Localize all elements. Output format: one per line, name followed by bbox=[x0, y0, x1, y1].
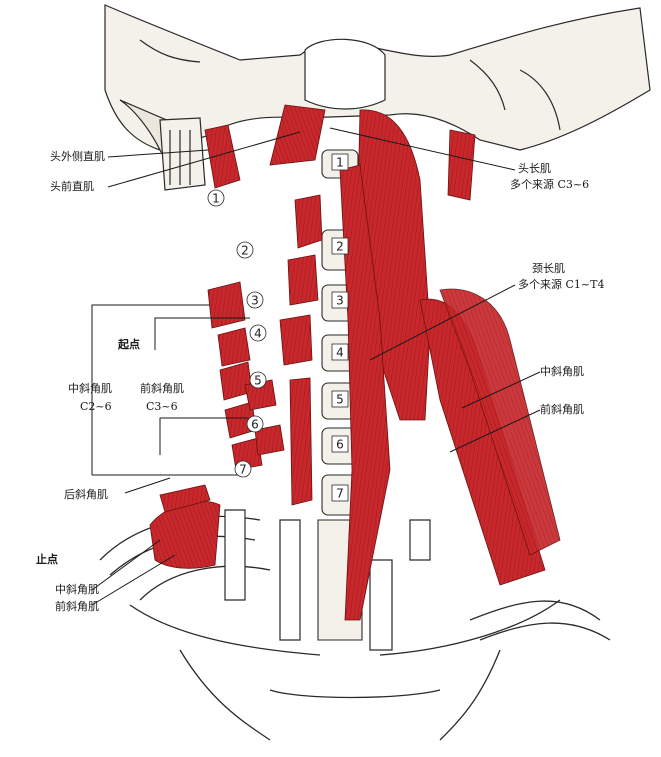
vertebra-number: 7 bbox=[336, 487, 344, 501]
label-origin: 起点 bbox=[118, 338, 140, 351]
rectus-capitis-right bbox=[447, 129, 476, 201]
label-middle-scalene-origin: 中斜角肌 bbox=[68, 382, 112, 395]
label-middle-scalene-insertion: 中斜角肌 bbox=[55, 583, 99, 596]
transverse-number: 4 bbox=[254, 327, 262, 341]
label-longus-capitis-origin: 多个来源 C3~6 bbox=[510, 178, 590, 191]
transverse-number: 1 bbox=[212, 192, 220, 206]
vertebra-number: 1 bbox=[336, 156, 344, 170]
vertebra-number: 4 bbox=[336, 346, 344, 360]
label-anterior-scalene-origin: 前斜角肌 bbox=[140, 382, 184, 395]
transverse-number: 6 bbox=[251, 418, 259, 432]
label-rectus-capitis-lateralis: 头外侧直肌 bbox=[50, 150, 105, 163]
scalene-insertion-rib bbox=[149, 500, 221, 569]
vertebra-number: 5 bbox=[336, 393, 344, 407]
label-longus-colli: 颈长肌 bbox=[532, 262, 565, 275]
rectus-capitis-lateralis bbox=[204, 124, 241, 189]
transverse-number: 7 bbox=[239, 463, 247, 477]
rectus-capitis-anterior bbox=[269, 104, 326, 166]
vertebra-number: 2 bbox=[336, 240, 344, 254]
left-scalene-slips bbox=[207, 194, 323, 506]
transverse-number: 5 bbox=[254, 374, 262, 388]
transverse-number: 3 bbox=[251, 294, 259, 308]
vertebra-number: 3 bbox=[336, 294, 344, 308]
longus-colli bbox=[339, 164, 391, 621]
label-insertion: 止点 bbox=[36, 553, 58, 566]
label-anterior-scalene-levels: C3~6 bbox=[146, 400, 178, 413]
label-posterior-scalene: 后斜角肌 bbox=[64, 488, 108, 501]
label-longus-colli-origin: 多个来源 C1~T4 bbox=[518, 278, 605, 291]
label-anterior-scalene-right: 前斜角肌 bbox=[540, 403, 584, 416]
transverse-number-labels: 1 2 3 4 5 6 7 bbox=[207, 189, 267, 478]
label-longus-capitis: 头长肌 bbox=[518, 162, 551, 175]
middle-scalene-right bbox=[439, 288, 561, 556]
vessels bbox=[224, 509, 431, 651]
label-middle-scalene-levels: C2~6 bbox=[80, 400, 112, 413]
vertebra-number-labels: 1 2 3 4 5 6 7 bbox=[331, 153, 349, 502]
label-middle-scalene-right: 中斜角肌 bbox=[540, 365, 584, 378]
vertebra-number: 6 bbox=[336, 438, 344, 452]
label-anterior-scalene-insertion: 前斜角肌 bbox=[55, 600, 99, 613]
label-rectus-capitis-anterior: 头前直肌 bbox=[50, 180, 94, 193]
leader-lines bbox=[91, 127, 541, 606]
posterior-scalene-insertion bbox=[159, 484, 211, 513]
transverse-number: 2 bbox=[241, 244, 249, 258]
left-jaw bbox=[159, 117, 206, 191]
